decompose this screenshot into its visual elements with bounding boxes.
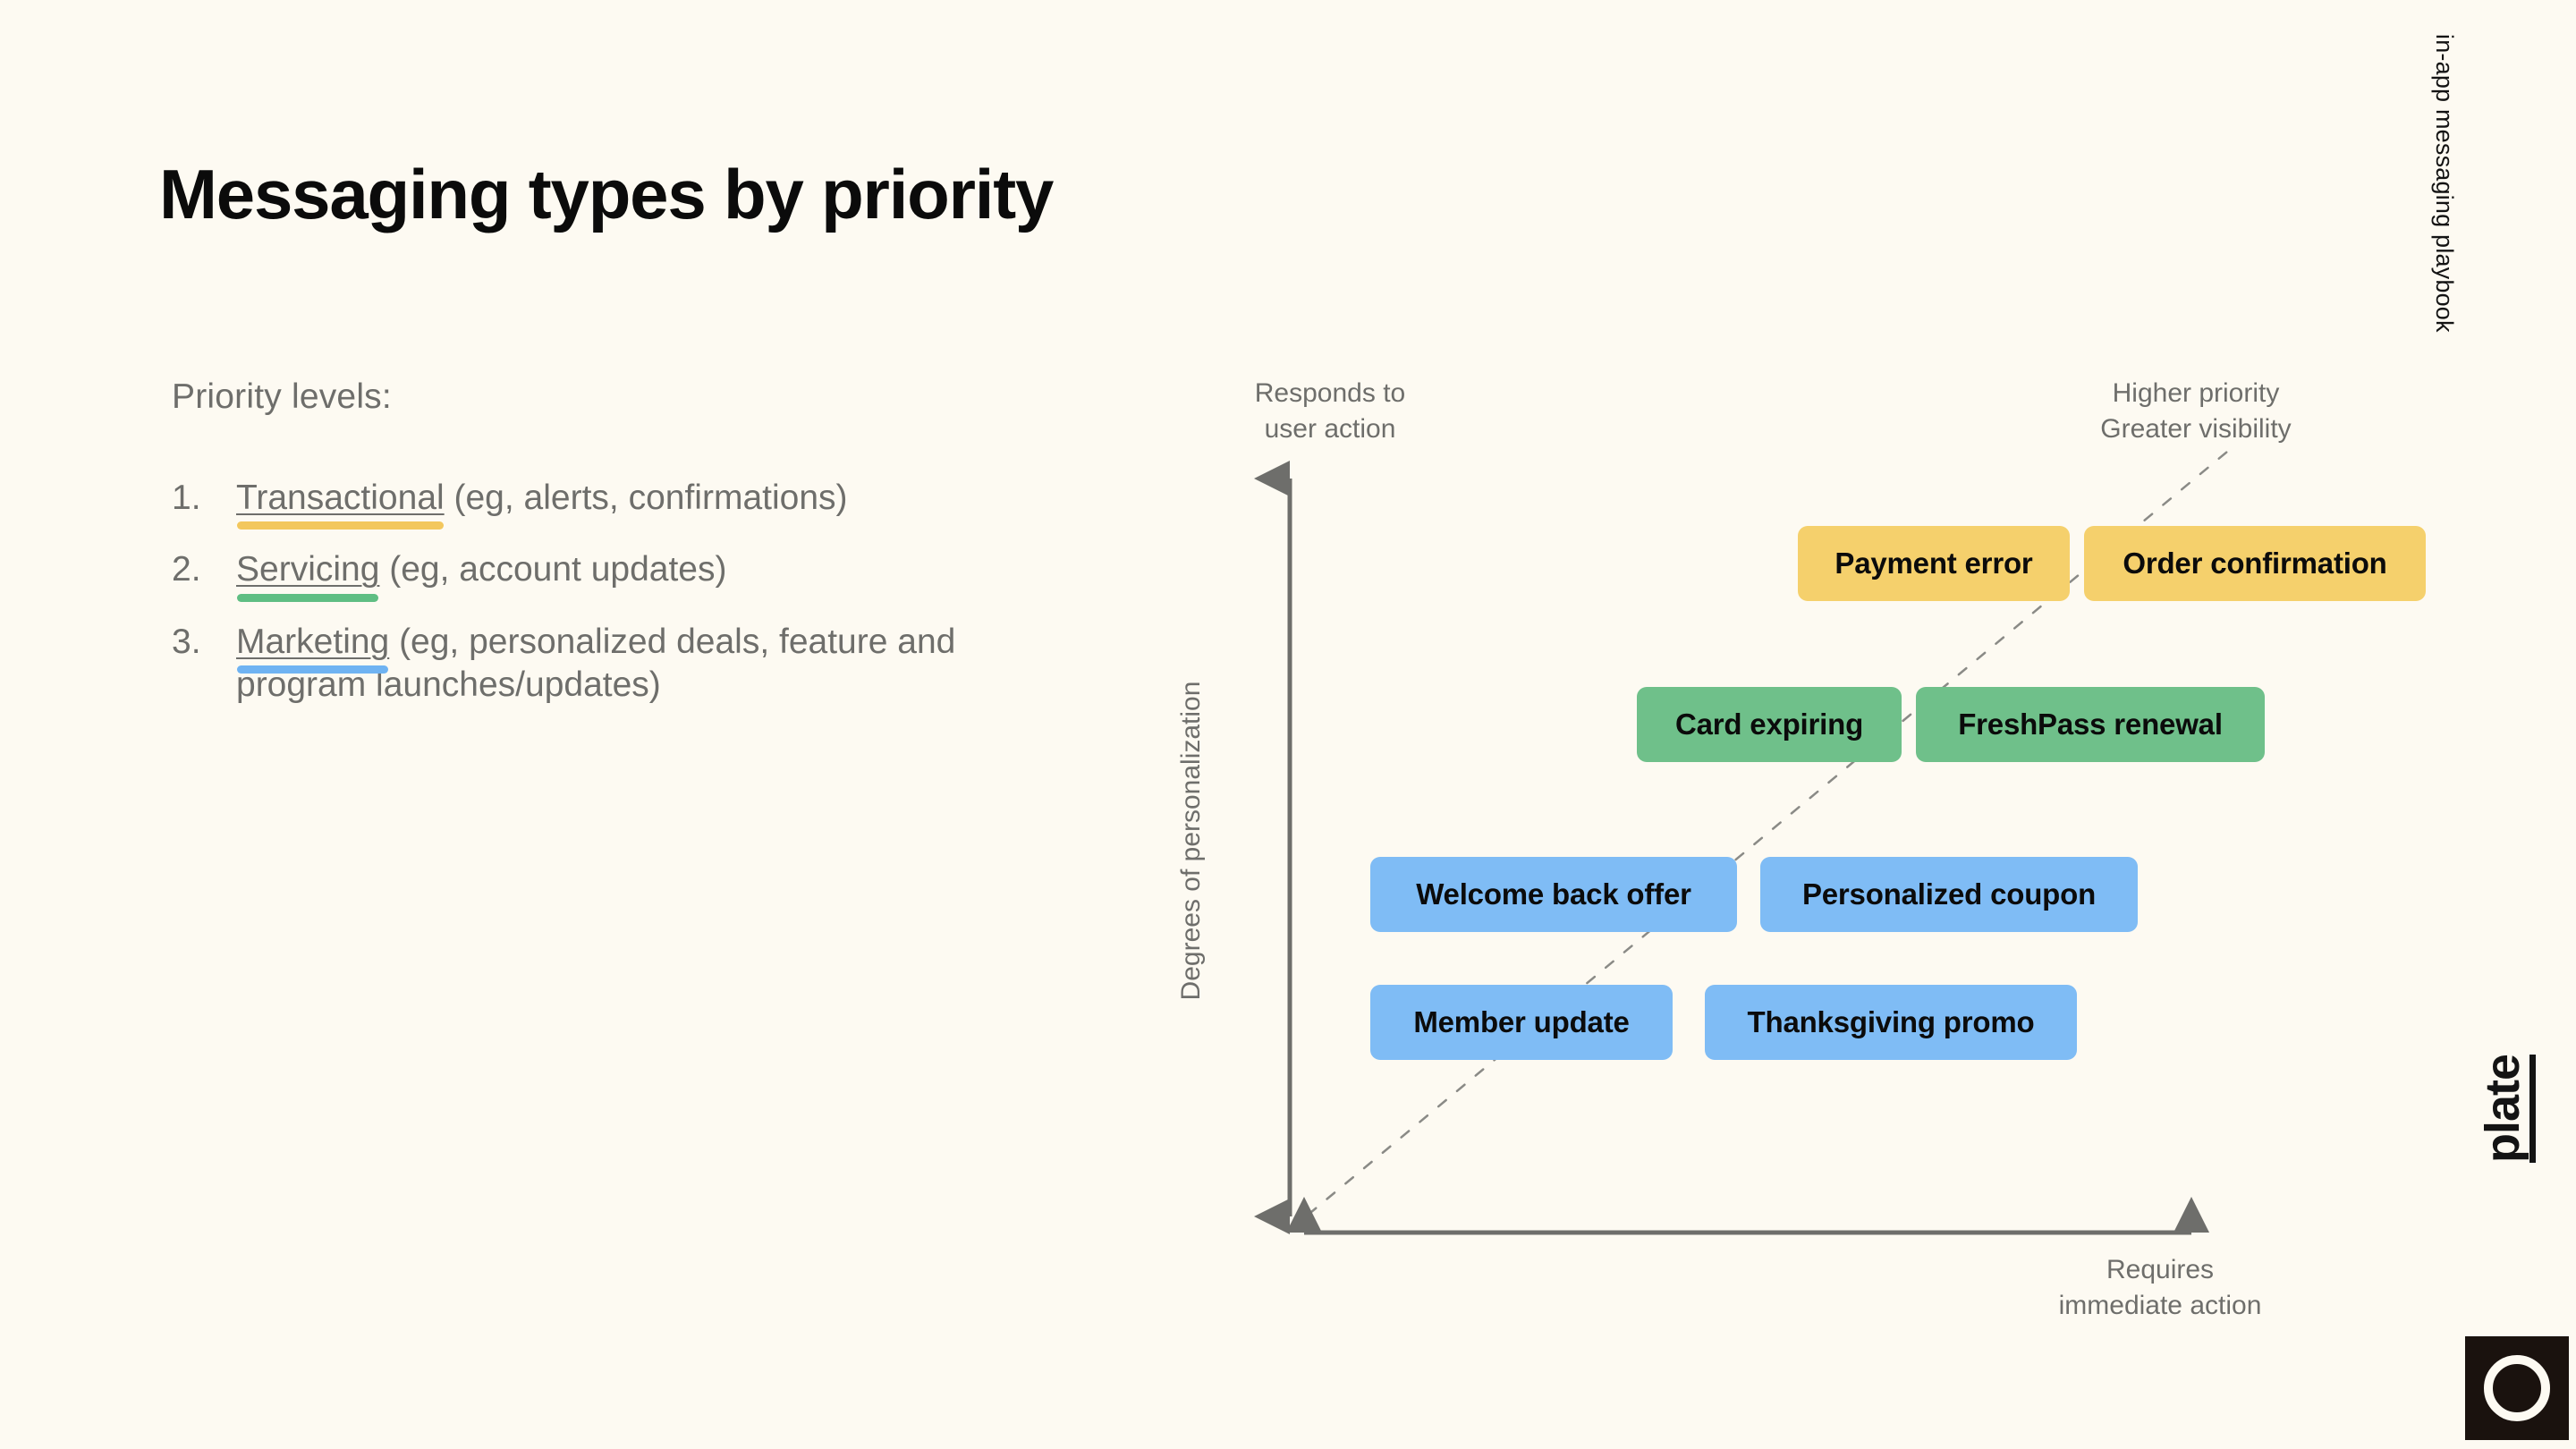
list-item: 1. Transactional (eg, alerts, confirmati…: [172, 477, 1093, 530]
list-item-number: 3.: [172, 622, 201, 661]
list-item-detail: (eg, account updates): [379, 550, 727, 589]
list-item-number: 1.: [172, 479, 201, 517]
message-box-thanksgiving-promo[interactable]: Thanksgiving promo: [1705, 985, 2077, 1060]
list-item-detail: (eg, alerts, confirmations): [444, 479, 848, 517]
list-item: 2. Servicing (eg, account updates): [172, 548, 1093, 603]
list-item-keyword: Transactional: [236, 477, 445, 530]
message-box-personalized-coupon[interactable]: Personalized coupon: [1760, 857, 2138, 932]
corner-annotation: Higher priority Greater visibility: [2100, 378, 2292, 444]
x-axis-label: Requires immediate action: [2058, 1255, 2262, 1320]
chart-axes-svg: [1254, 450, 2229, 1235]
list-item-keyword: Marketing: [236, 621, 389, 674]
ring-icon: [2465, 1336, 2569, 1440]
list-item-keyword: Servicing: [236, 548, 379, 603]
priority-matrix-chart: [1234, 358, 2308, 1297]
ring-icon-shape: [2484, 1355, 2550, 1421]
priority-levels-lead-in: Priority levels:: [172, 377, 392, 416]
diagonal-guide-line: [1288, 450, 2229, 1232]
message-box-card-expiring[interactable]: Card expiring: [1637, 687, 1902, 762]
page-title: Messaging types by priority: [159, 155, 1054, 233]
plate-wordmark: plate: [2476, 1054, 2536, 1163]
list-item-number: 2.: [172, 550, 201, 589]
edge-caption: in-app messaging playbook: [2431, 34, 2458, 333]
y-axis-label: Degrees of personalization: [1176, 681, 1206, 1001]
y-axis-top-label: Responds to user action: [1254, 378, 1406, 444]
list-item: 3. Marketing (eg, personalized deals, fe…: [172, 621, 1093, 708]
message-box-freshpass-renewal[interactable]: FreshPass renewal: [1916, 687, 2265, 762]
message-box-payment-error[interactable]: Payment error: [1798, 526, 2070, 601]
message-box-member-update[interactable]: Member update: [1370, 985, 1673, 1060]
priority-levels-list: 1. Transactional (eg, alerts, confirmati…: [172, 477, 1093, 735]
message-box-welcome-back-offer[interactable]: Welcome back offer: [1370, 857, 1737, 932]
message-box-order-confirmation[interactable]: Order confirmation: [2084, 526, 2426, 601]
